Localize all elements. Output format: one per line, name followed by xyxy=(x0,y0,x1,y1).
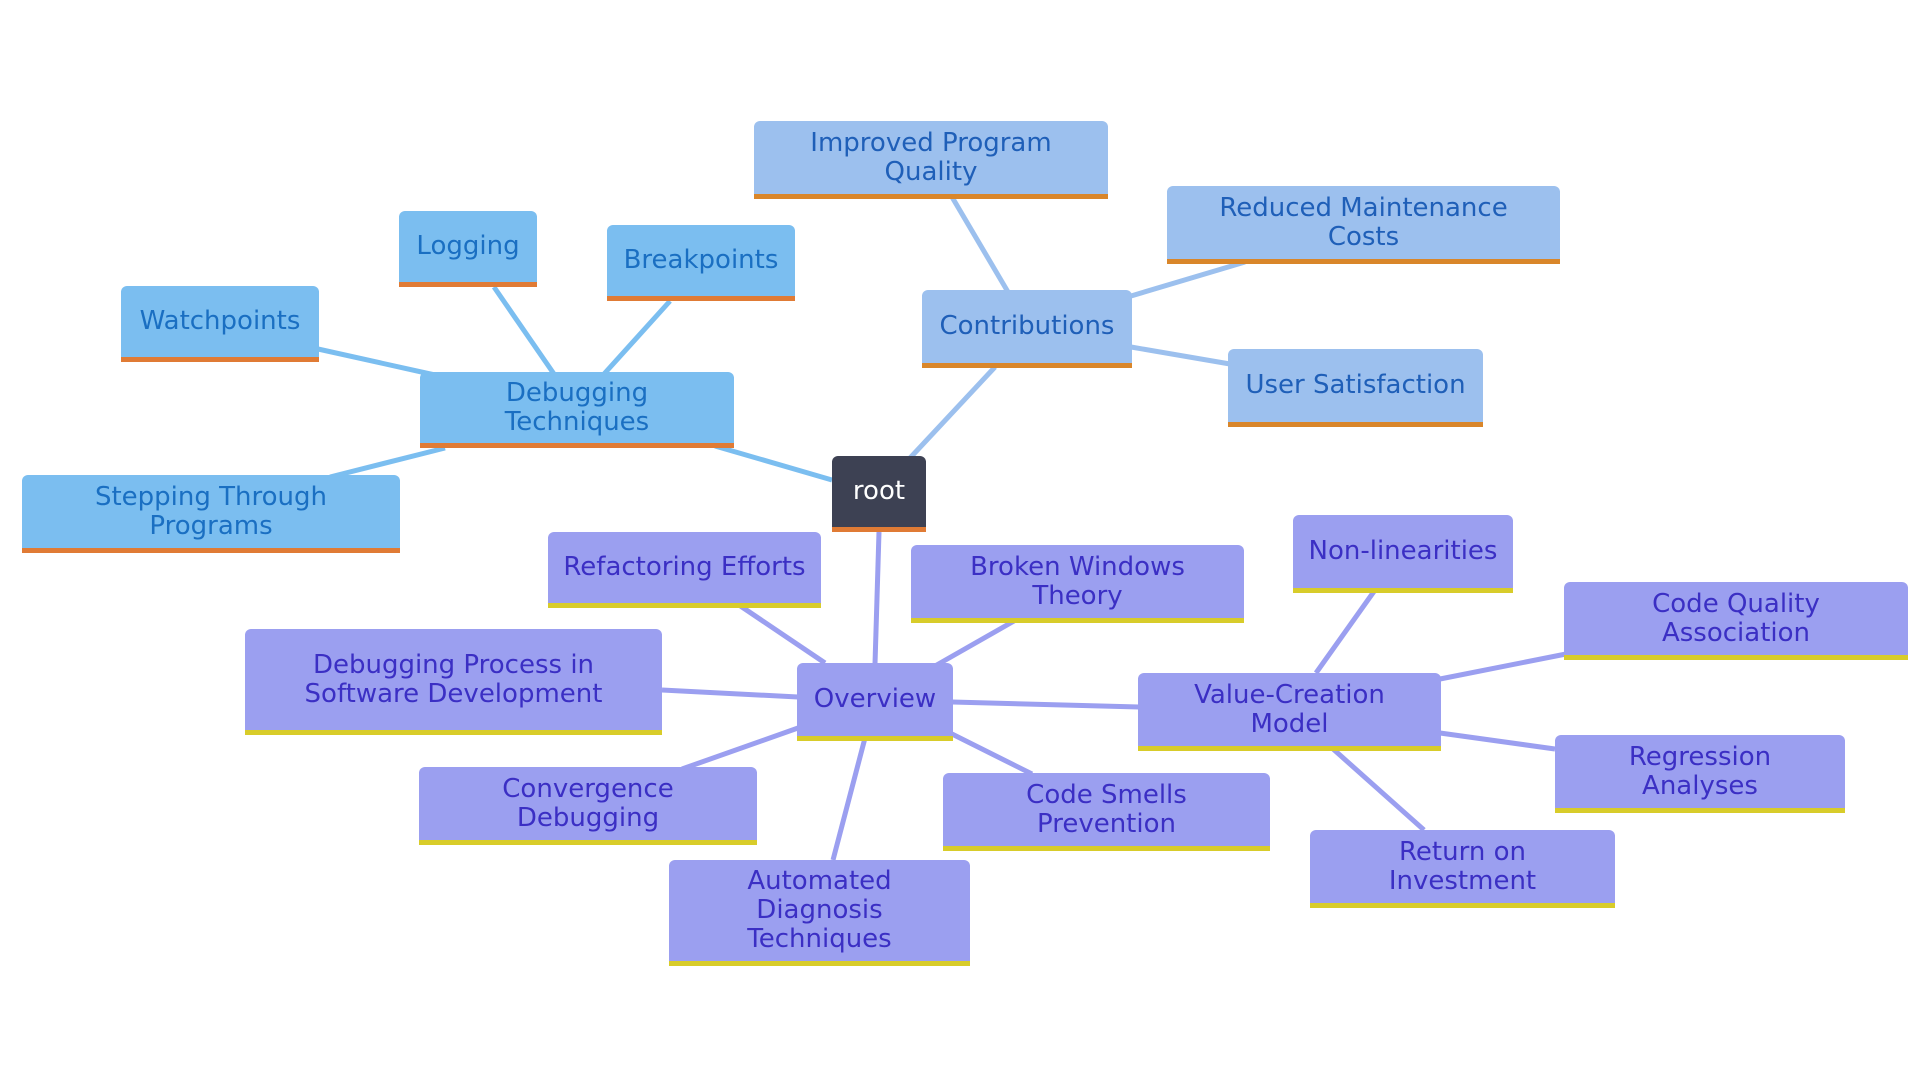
node-breakpoints-label: Breakpoints xyxy=(623,245,779,275)
node-return-on-investment[interactable]: Return on Investment xyxy=(1310,830,1615,908)
node-code-quality-association[interactable]: Code Quality Association xyxy=(1564,582,1908,660)
node-watchpoints[interactable]: Watchpoints xyxy=(121,286,319,362)
node-broken-windows-theory-label: Broken Windows Theory xyxy=(970,551,1185,611)
edge-overview-broken xyxy=(933,618,1016,669)
edge-debugging-watchpoints xyxy=(317,346,436,378)
node-watchpoints-label: Watchpoints xyxy=(139,306,301,336)
edge-debugging-logging xyxy=(491,285,557,376)
edge-contributions-reduced xyxy=(1130,259,1246,299)
node-automated-diagnosis-label: Automated Diagnosis Techniques xyxy=(747,866,892,954)
node-overview[interactable]: Overview xyxy=(797,663,953,741)
node-broken-windows-theory[interactable]: Broken Windows Theory xyxy=(911,545,1244,623)
node-contributions[interactable]: Contributions xyxy=(922,290,1132,368)
node-contributions-label: Contributions xyxy=(939,311,1115,341)
node-stepping-through-programs-label: Stepping Through Programs xyxy=(94,481,328,541)
node-regression-analyses[interactable]: Regression Analyses xyxy=(1555,735,1845,813)
node-convergence-debugging[interactable]: Convergence Debugging xyxy=(419,767,757,845)
edge-debugging-breakpoints xyxy=(602,299,672,376)
node-code-smells-prevention[interactable]: Code Smells Prevention xyxy=(943,773,1270,851)
edge-valuemodel-roi xyxy=(1330,746,1426,832)
node-convergence-debugging-label: Convergence Debugging xyxy=(502,773,674,833)
edge-overview-smells xyxy=(950,731,1034,777)
edge-overview-process xyxy=(661,687,799,700)
edge-overview-convergence xyxy=(681,725,799,772)
node-return-on-investment-label: Return on Investment xyxy=(1388,836,1537,896)
root-node-label: root xyxy=(852,476,906,506)
edge-debugging-stepping xyxy=(329,445,446,480)
edge-contributions-improved xyxy=(949,195,1011,294)
root-node[interactable]: root xyxy=(832,456,926,532)
edge-root-overview xyxy=(872,531,882,665)
node-regression-analyses-label: Regression Analyses xyxy=(1628,741,1772,801)
edge-valuemodel-nonlin xyxy=(1313,588,1378,675)
node-automated-diagnosis[interactable]: Automated Diagnosis Techniques xyxy=(669,860,970,966)
edge-overview-refactoring xyxy=(737,602,827,666)
node-debugging-process[interactable]: Debugging Process in Software Developmen… xyxy=(245,629,662,735)
node-non-linearities[interactable]: Non-linearities xyxy=(1293,515,1513,593)
node-code-quality-association-label: Code Quality Association xyxy=(1652,588,1820,648)
edge-overview-automated xyxy=(830,737,868,861)
node-logging-label: Logging xyxy=(416,231,520,261)
node-improved-program-quality[interactable]: Improved Program Quality xyxy=(754,121,1108,199)
edge-root-debugging xyxy=(714,443,833,483)
node-breakpoints[interactable]: Breakpoints xyxy=(607,225,795,301)
node-non-linearities-label: Non-linearities xyxy=(1308,536,1498,566)
node-logging[interactable]: Logging xyxy=(399,211,537,287)
edge-overview-valuemodel xyxy=(951,699,1140,710)
node-overview-label: Overview xyxy=(813,684,937,714)
edge-valuemodel-regression xyxy=(1439,730,1556,752)
node-reduced-maintenance-costs-label: Reduced Maintenance Costs xyxy=(1219,192,1508,252)
node-stepping-through-programs[interactable]: Stepping Through Programs xyxy=(22,475,400,553)
node-user-satisfaction-label: User Satisfaction xyxy=(1245,370,1466,400)
edge-root-contributions xyxy=(908,365,997,460)
node-debugging-techniques[interactable]: Debugging Techniques xyxy=(420,372,734,448)
node-debugging-techniques-label: Debugging Techniques xyxy=(504,377,650,437)
edge-valuemodel-codequality xyxy=(1439,651,1567,682)
node-refactoring-efforts-label: Refactoring Efforts xyxy=(563,552,806,582)
edge-contributions-satisfaction xyxy=(1130,344,1231,367)
node-reduced-maintenance-costs[interactable]: Reduced Maintenance Costs xyxy=(1167,186,1560,264)
node-user-satisfaction[interactable]: User Satisfaction xyxy=(1228,349,1483,427)
node-value-creation-model-label: Value-Creation Model xyxy=(1194,679,1385,739)
node-improved-program-quality-label: Improved Program Quality xyxy=(810,127,1052,187)
node-debugging-process-label: Debugging Process in Software Developmen… xyxy=(304,649,603,709)
node-code-smells-prevention-label: Code Smells Prevention xyxy=(1026,779,1187,839)
node-value-creation-model[interactable]: Value-Creation Model xyxy=(1138,673,1441,751)
node-refactoring-efforts[interactable]: Refactoring Efforts xyxy=(548,532,821,608)
